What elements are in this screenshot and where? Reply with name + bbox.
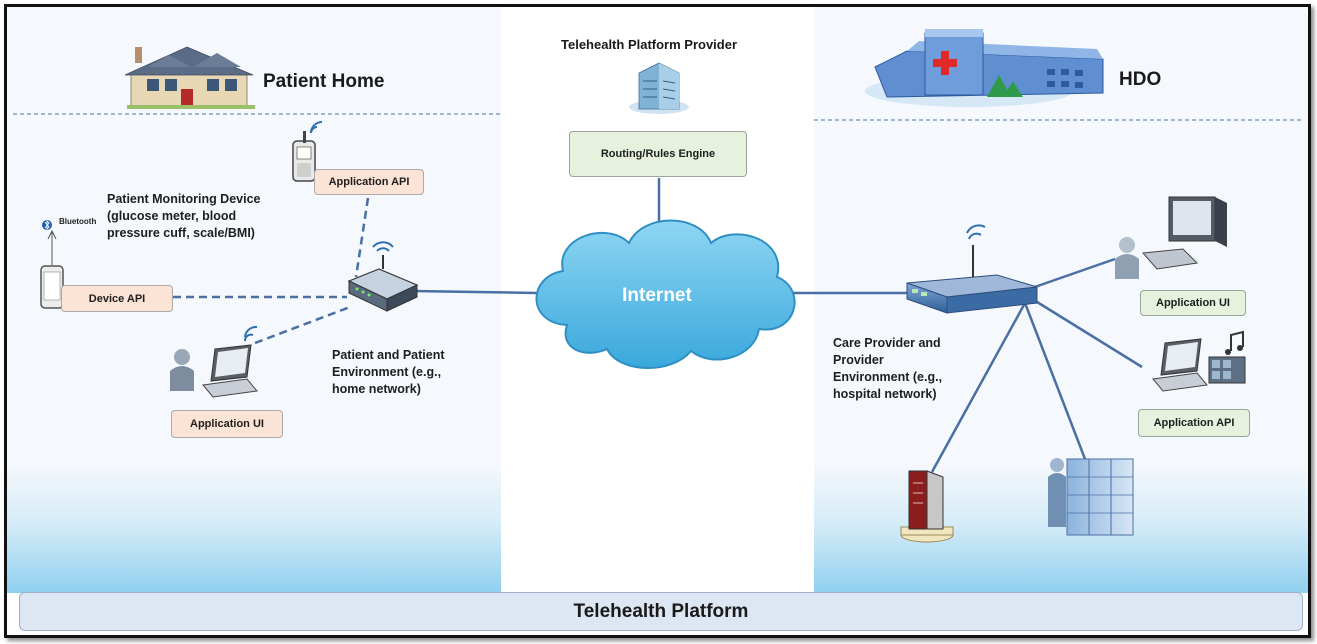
hdo-title: HDO [1119, 69, 1162, 90]
api-link [354, 197, 370, 278]
workstation-link [1028, 257, 1116, 291]
device-api-box: Device API [61, 285, 173, 312]
bluetooth-label: Bluetooth [59, 217, 97, 226]
routing-rules-engine: Routing/Rules Engine [569, 131, 747, 177]
building-icon [629, 62, 689, 114]
diagram-frame: Patient Home Telehealth Platform Provide… [4, 4, 1311, 638]
home-internet-link [411, 289, 538, 295]
care-provider-label: Care Provider and Provider Environment (… [833, 336, 943, 401]
clinical-system-link [930, 302, 1027, 473]
datacenter-link [1023, 302, 1087, 460]
internet-cloud [535, 219, 796, 369]
telehealth-platform-bar: Telehealth Platform [19, 592, 1303, 631]
media-icon [1208, 330, 1246, 384]
smartphone-icon [40, 229, 64, 309]
desktop-computer-icon [1141, 196, 1227, 270]
hospital-icon [865, 29, 1104, 107]
router-icon [347, 241, 419, 312]
diagram-canvas [13, 29, 1302, 543]
network-switch-icon [906, 224, 1038, 314]
application-ui-left: Application UI [171, 410, 283, 438]
laptop-right-link [1028, 295, 1143, 369]
laptop-link [254, 305, 351, 345]
provider-title: Telehealth Platform Provider [561, 37, 738, 52]
mobile-phone-icon [292, 121, 323, 182]
application-api-left: Application API [314, 169, 424, 195]
internet-label: Internet [622, 285, 692, 306]
clinical-systems-icon [900, 470, 954, 543]
patient-environment-label: Patient and Patient Environment (e.g., h… [332, 348, 445, 396]
laptop-icon-right [1152, 338, 1208, 392]
patient-monitoring-label: Patient Monitoring Device (glucose meter… [107, 192, 261, 240]
application-ui-right: Application UI [1140, 290, 1246, 316]
user-icon-right [1115, 237, 1139, 279]
application-api-right: Application API [1138, 409, 1250, 437]
house-icon [124, 46, 255, 109]
patient-home-title: Patient Home [263, 71, 385, 92]
user-icon [170, 349, 194, 391]
data-center-icon [1048, 458, 1134, 536]
bluetooth-icon [42, 219, 52, 231]
laptop-icon [202, 325, 258, 398]
